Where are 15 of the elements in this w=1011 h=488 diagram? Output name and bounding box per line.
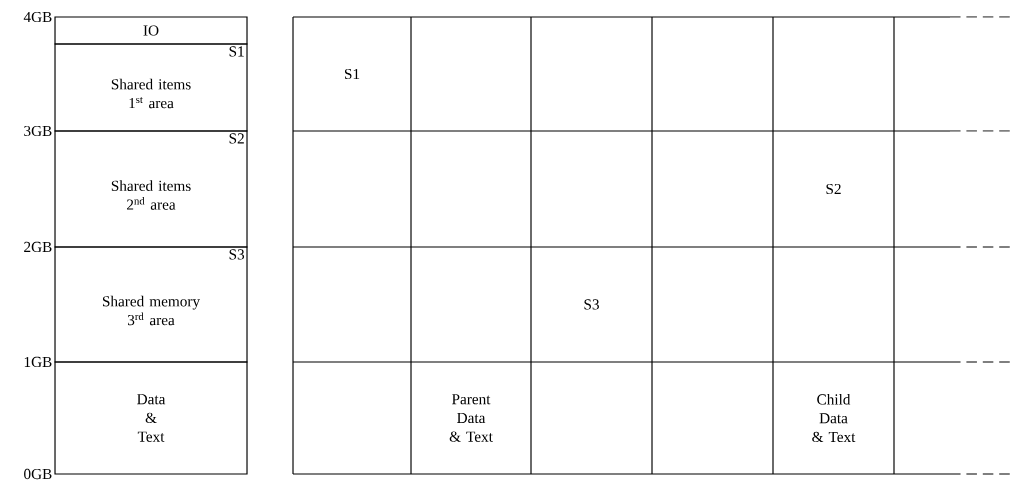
cell-label: S3 bbox=[584, 299, 599, 310]
memory-region-box: IO bbox=[54, 16, 248, 45]
cell-label: Parent Data & Text bbox=[449, 394, 493, 442]
memory-region-box: Data & Text bbox=[54, 361, 248, 475]
axis-label: 1GB bbox=[24, 356, 52, 368]
cell-label: Child Data & Text bbox=[812, 393, 856, 443]
axis-label: 2GB bbox=[24, 241, 52, 253]
memory-region-box: S1 Shared items 1$^{st}$ area bbox=[54, 43, 248, 132]
memory-region-box: S2 Shared items 2$^{nd}$ area bbox=[54, 130, 248, 248]
memory-region-box: S3 Shared memory 3$^{rd}$ area bbox=[54, 246, 248, 363]
axis-label: 4GB bbox=[23, 11, 52, 23]
axis-label: 3GB bbox=[24, 125, 52, 137]
axis-label: 0GB bbox=[24, 468, 52, 480]
cell-label: S1 bbox=[345, 68, 360, 80]
cell-label: S2 bbox=[826, 183, 841, 195]
